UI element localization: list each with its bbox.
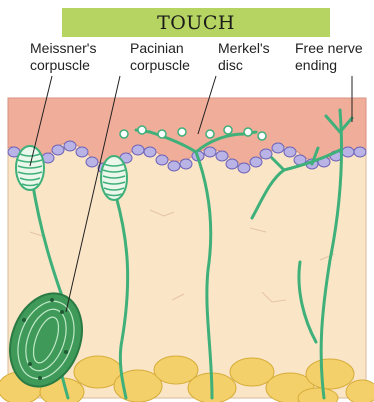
meissner-corpuscle-right [101, 156, 127, 200]
meissner-corpuscle-left [16, 146, 44, 190]
